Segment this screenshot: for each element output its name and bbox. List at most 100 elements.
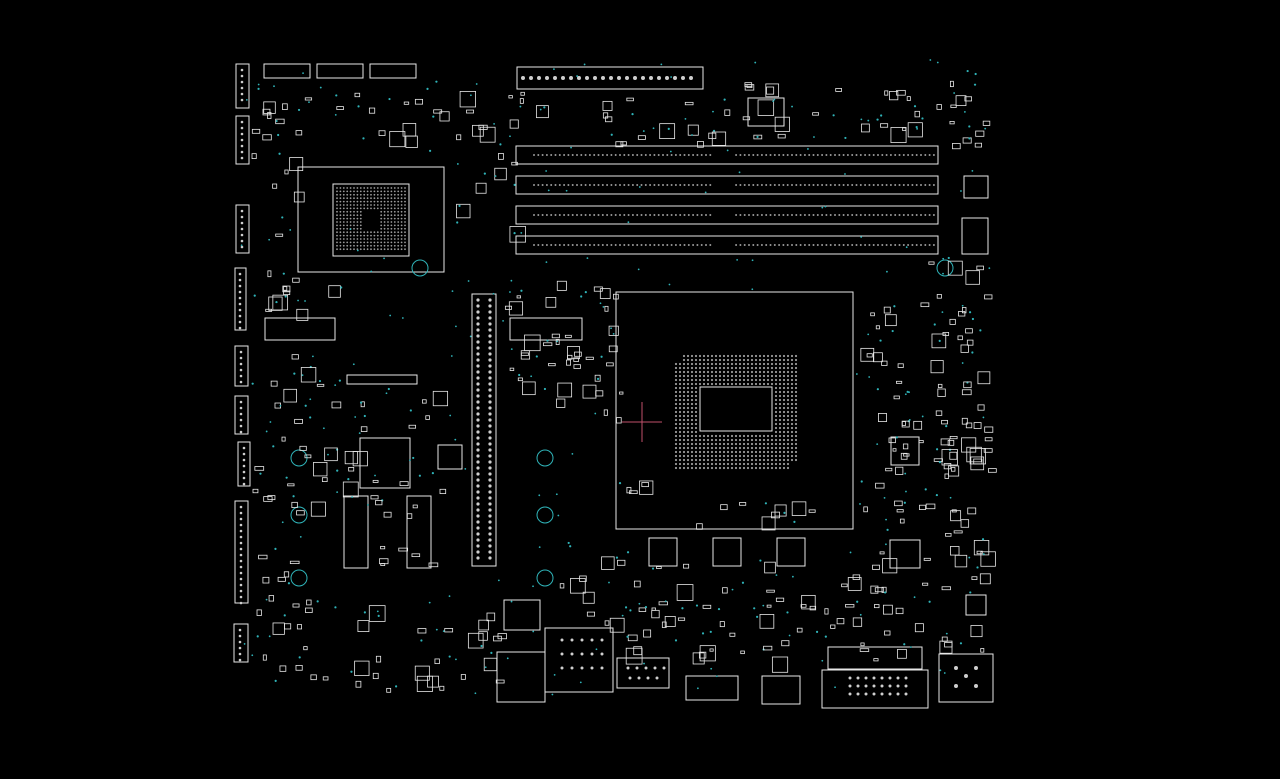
chipset-ball — [397, 244, 400, 247]
socket-pin — [770, 438, 774, 442]
via — [885, 543, 887, 546]
smd-part — [974, 142, 982, 148]
dimm-pin — [911, 214, 914, 216]
ic-part — [625, 647, 643, 665]
socket-pin — [678, 434, 682, 438]
smd-part — [870, 312, 875, 317]
socket-pin — [750, 366, 754, 370]
socket-pin — [678, 462, 682, 466]
header-pin — [476, 328, 480, 332]
connector-pin — [609, 76, 613, 80]
chipset-ball — [356, 197, 359, 200]
dimm-pin — [902, 154, 905, 156]
via — [968, 125, 971, 128]
connector-pin — [529, 76, 533, 80]
audio-jack-stack[interactable] — [938, 653, 994, 703]
socket-pin — [794, 362, 798, 366]
via — [449, 414, 452, 417]
smd-part — [615, 141, 624, 148]
header-pin — [488, 472, 492, 476]
chipset-ball — [339, 241, 342, 244]
ic-part — [557, 382, 573, 398]
header-pin — [488, 358, 492, 362]
dimm-pin — [705, 154, 707, 156]
ic-part — [582, 591, 595, 604]
chipset-ball — [363, 248, 366, 251]
connector-pin — [585, 76, 589, 80]
socket-pin — [714, 438, 718, 442]
header-pin — [488, 514, 492, 518]
chipset-ball — [387, 207, 389, 210]
smd-part — [808, 509, 816, 513]
via — [652, 127, 655, 130]
socket-pin — [794, 366, 798, 370]
socket-pin — [710, 434, 714, 438]
dimm-pin — [550, 244, 553, 246]
socket-pin — [690, 390, 694, 394]
dimm-slot-4[interactable] — [515, 235, 939, 255]
via — [293, 372, 296, 375]
via — [362, 137, 365, 140]
socket-pin — [786, 366, 790, 370]
smd-part — [283, 286, 288, 291]
chipset-ball — [397, 231, 400, 234]
smd-part — [380, 545, 386, 550]
chipset-ball — [342, 214, 345, 217]
chipset-ball — [397, 200, 400, 203]
via — [903, 643, 906, 646]
audio-pin — [954, 684, 958, 688]
socket-pin — [674, 406, 678, 410]
via — [642, 130, 645, 132]
super-io-chip[interactable] — [359, 437, 411, 489]
mounting-hole — [411, 259, 429, 277]
lan-usb-stack[interactable] — [544, 627, 614, 693]
via — [420, 639, 423, 642]
chipset-ball — [336, 207, 338, 210]
via — [374, 474, 376, 477]
smd-part — [305, 607, 313, 613]
socket-pin — [794, 438, 798, 442]
socket-pin — [686, 366, 690, 370]
dimm-slot-2[interactable] — [515, 175, 939, 195]
dimm-pin — [795, 244, 798, 246]
chipset-ball — [336, 193, 338, 196]
socket-pin — [690, 378, 694, 382]
chipset-ball — [387, 187, 389, 189]
header-pin — [488, 496, 492, 500]
dimm-pin — [825, 214, 828, 216]
socket-pin — [706, 382, 710, 386]
vga-port[interactable] — [616, 657, 670, 689]
socket-pin — [718, 370, 722, 374]
dimm-pin — [533, 244, 535, 246]
via — [644, 605, 648, 609]
dimm-pin — [649, 244, 652, 246]
dimm-slot-1[interactable] — [515, 145, 939, 165]
socket-pin — [726, 362, 730, 366]
dimm-pin — [881, 244, 884, 246]
socket-pin — [686, 410, 690, 414]
top-connector[interactable] — [516, 66, 704, 90]
socket-pin — [774, 458, 778, 462]
smd-part — [971, 576, 978, 580]
socket-pin — [674, 414, 678, 418]
dimm-pin — [696, 154, 699, 156]
dimm-slot-3[interactable] — [515, 205, 939, 225]
dvi-port[interactable] — [821, 669, 929, 709]
smd-part — [408, 424, 417, 429]
smd-part — [899, 518, 905, 524]
socket-pin — [738, 382, 742, 386]
socket-pin — [754, 462, 758, 466]
chipset-ball — [397, 248, 400, 251]
dimm-pin — [597, 154, 600, 156]
socket-pin — [734, 358, 738, 362]
expansion-header[interactable] — [471, 293, 497, 567]
via — [610, 133, 613, 136]
smd-part — [941, 419, 948, 425]
header-pin — [238, 646, 242, 650]
socket-pin — [786, 438, 790, 442]
socket-pin — [790, 362, 794, 366]
socket-pin — [762, 466, 766, 470]
cpu-socket-outline[interactable] — [615, 291, 854, 530]
